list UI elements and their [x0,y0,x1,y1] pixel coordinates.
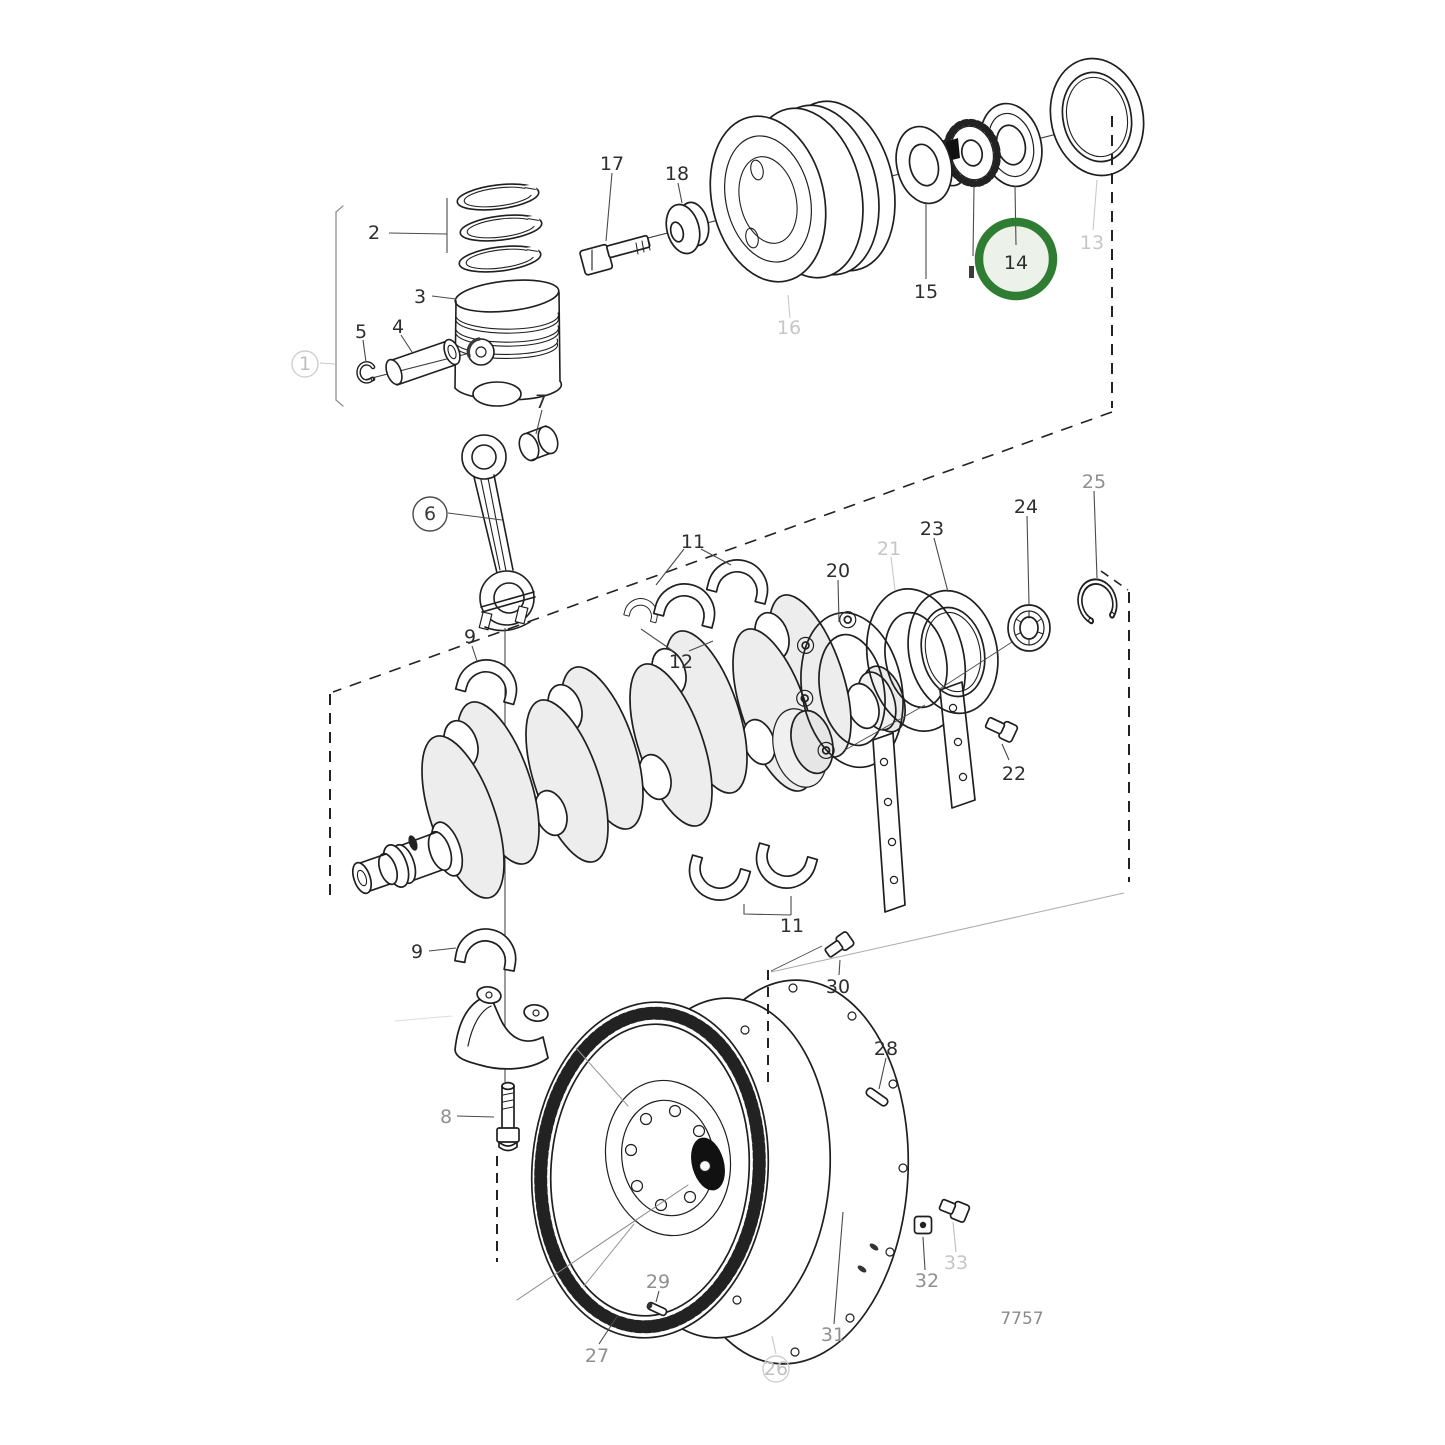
washer-15 [895,125,953,205]
part-label-20[interactable]: 20 [826,560,850,582]
part-label-3[interactable]: 3 [414,286,426,308]
part-label-9a[interactable]: 9 [464,626,476,648]
piston-rings-2 [456,183,543,273]
pin-28 [865,1087,889,1107]
part-label-4[interactable]: 4 [392,316,404,338]
part-label-17[interactable]: 17 [600,153,624,175]
big-end-cap-10 [454,986,549,1070]
connecting-rod-6 [461,434,536,632]
gudgeon-pin-4 [385,338,461,386]
part-label-32[interactable]: 32 [915,1270,939,1292]
snap-ring-25 [1077,578,1118,625]
part-label-26[interactable]: 26 [764,1358,788,1380]
part-label-8[interactable]: 8 [440,1106,452,1128]
hidden-label-fragment [969,266,974,278]
crank-pulley-16 [709,100,896,283]
part-label-circle-6[interactable] [412,496,448,532]
drawing-number: 7757 [1000,1309,1043,1329]
piston-group [335,183,563,632]
caps-group [454,842,855,1152]
lower-main-shell-11b [748,842,819,897]
part-label-12[interactable]: 12 [669,651,693,673]
highlight-fill [979,222,1053,296]
sealing-ring-13 [1049,57,1145,177]
lower-boundary-dashes [496,970,769,1262]
part-label-16[interactable]: 16 [777,317,801,339]
retainer-plate-21 [865,588,976,913]
part-label-1[interactable]: 1 [299,353,311,375]
bolt-30 [824,931,855,958]
part-label-24[interactable]: 24 [1014,496,1038,518]
crankshaft [351,594,906,899]
bolt-8 [496,1081,520,1152]
bolt-17 [579,234,651,276]
part-label-2[interactable]: 2 [368,222,380,244]
part-label-22[interactable]: 22 [1002,763,1026,785]
bushing-7 [518,425,559,462]
part-label-13[interactable]: 13 [1080,232,1104,254]
bolt-33 [938,1198,971,1223]
circlip-5 [356,361,376,384]
nut-32 [913,1215,933,1235]
part-label-28[interactable]: 28 [874,1038,898,1060]
flywheel-hub [516,1047,732,1301]
highlight-part-14[interactable] [974,185,1058,301]
highlight-ring[interactable] [974,217,1058,301]
crank-keyway [408,835,418,851]
ring-gear-27 [530,1001,770,1339]
part-label-11a[interactable]: 11 [681,531,705,553]
part-label-30[interactable]: 30 [826,976,850,998]
group-boundary-dashes [329,116,1130,973]
part-label-11b[interactable]: 11 [780,915,804,937]
faint-leader-lines [319,179,1098,1355]
leader-14 [1014,185,1017,246]
part-label-18[interactable]: 18 [665,163,689,185]
part-label-31[interactable]: 31 [821,1324,845,1346]
crankshaft-group [351,552,1118,913]
piston-3 [454,279,563,407]
seal-ring-23 [907,589,999,715]
part1-bracket [335,205,344,407]
lower-main-shell-11a [681,854,752,909]
pulley-seal-group [579,57,1145,283]
bolt-22 [984,716,1019,743]
part-label-25[interactable]: 25 [1082,471,1106,493]
bearing-24 [1007,604,1051,652]
part-label-29[interactable]: 29 [646,1271,670,1293]
part-label-7[interactable]: 7 [535,391,547,413]
washer-18 [665,201,710,255]
flywheel-group [516,979,971,1365]
part-label-14[interactable]: 14 [1004,252,1028,274]
part-label-circle-1[interactable] [291,350,319,378]
part-label-27[interactable]: 27 [585,1345,609,1367]
part-label-9b[interactable]: 9 [411,941,423,963]
part-label-5[interactable]: 5 [355,321,367,343]
part-label-33[interactable]: 33 [944,1252,968,1274]
part-label-6[interactable]: 6 [424,503,436,525]
part-label-15[interactable]: 15 [914,281,938,303]
big-end-shell-9-lower [454,923,522,972]
big-end-shell-9-upper [454,652,525,706]
leader-lines [362,172,1098,1345]
part-label-23[interactable]: 23 [920,518,944,540]
upper-main-bearing-shells [623,552,775,629]
part-label-21[interactable]: 21 [877,538,901,560]
pin-29 [646,1301,668,1317]
part-label-circle-26[interactable] [762,1355,790,1383]
